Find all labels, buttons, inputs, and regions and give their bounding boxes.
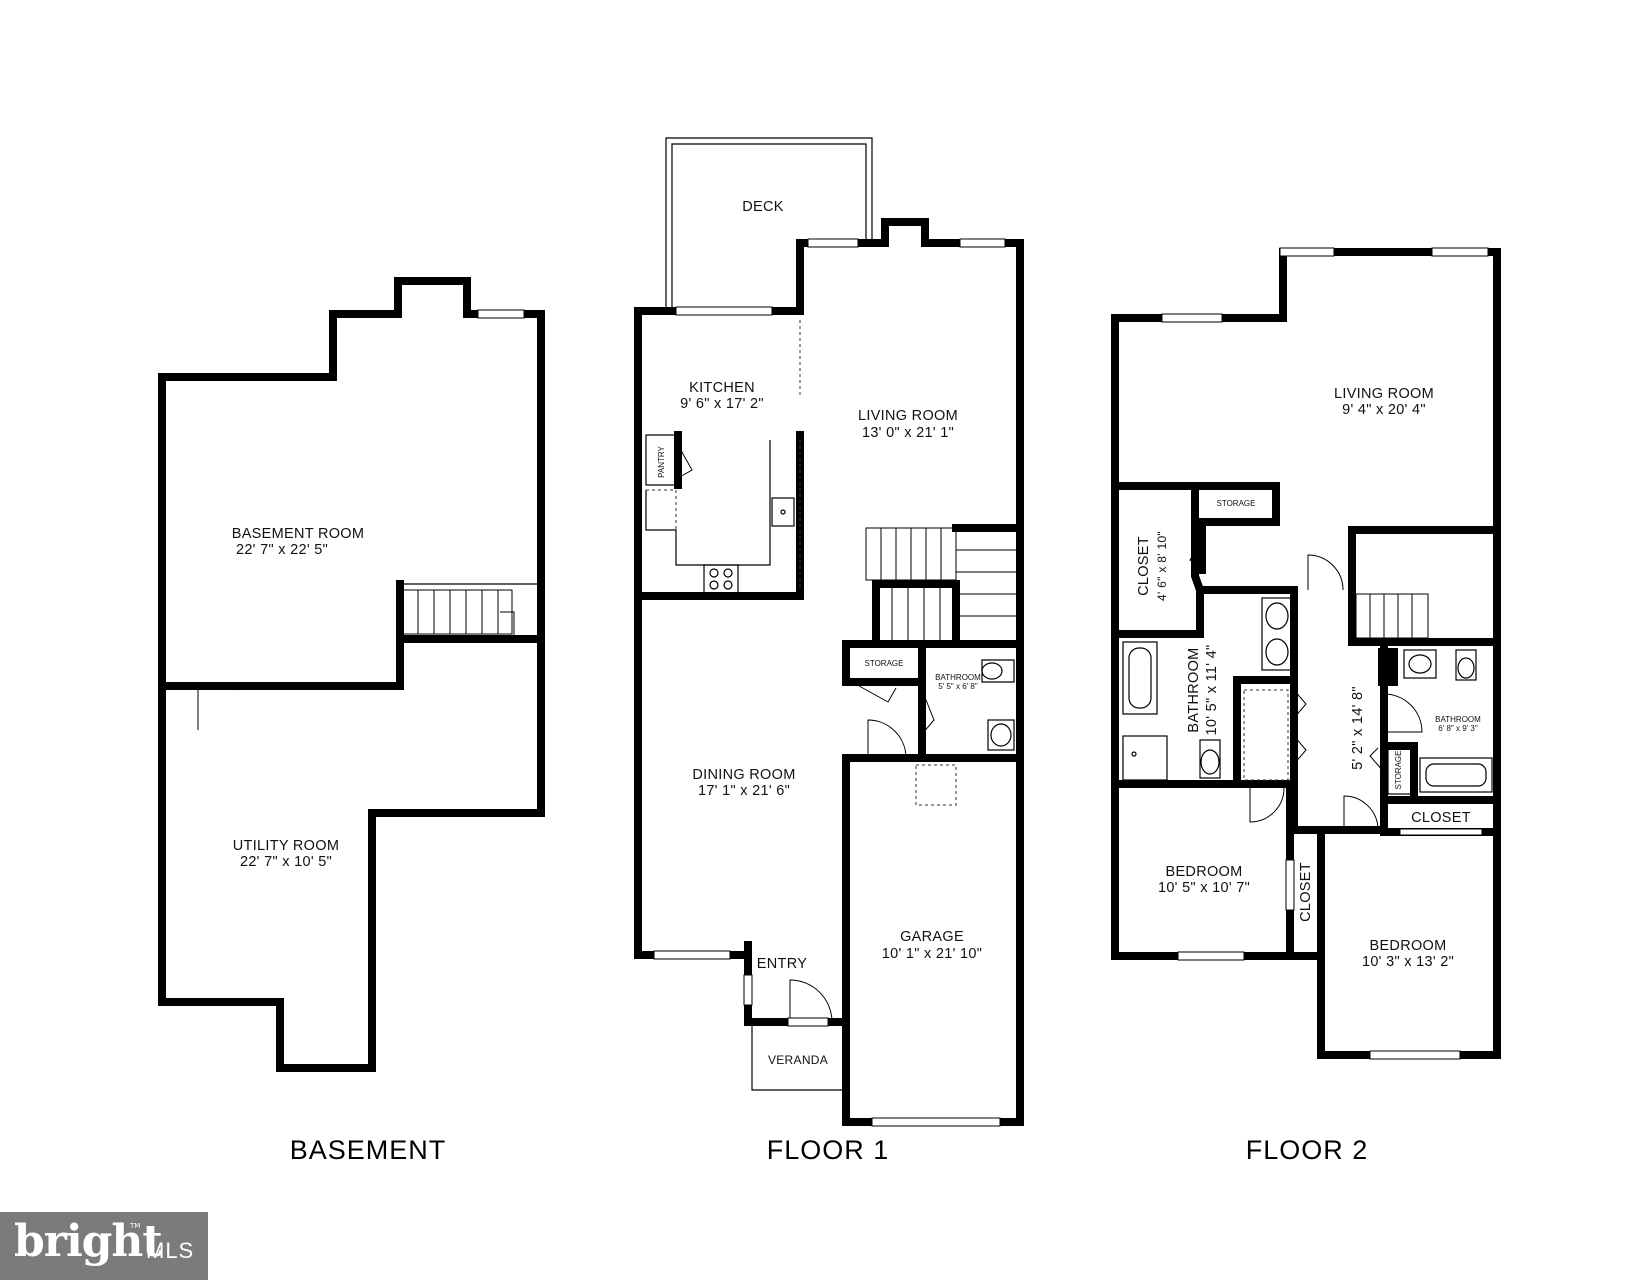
f1-bathroom-dims: 5' 5" x 6' 8" xyxy=(938,682,978,691)
basement-room-label: BASEMENT ROOM xyxy=(232,526,365,542)
f1-living-room-label: LIVING ROOM xyxy=(858,408,958,424)
watermark-suffix: MLS xyxy=(146,1238,195,1263)
basement-title: BASEMENT xyxy=(290,1135,447,1165)
f1-bathroom-label: BATHROOM xyxy=(935,673,981,682)
f2-bathroom-main-label: BATHROOM xyxy=(1186,647,1202,732)
f2-bathroom-small-label: BATHROOM xyxy=(1435,715,1481,724)
f2-hall-dims: 5' 2" x 14' 8" xyxy=(1350,686,1366,770)
floor1-plan: PANTRY xyxy=(634,137,1024,1127)
f2-bedroom-left-label: BEDROOM xyxy=(1165,864,1242,880)
door-icon xyxy=(197,684,239,730)
garage-label: GARAGE xyxy=(900,929,964,945)
f2-storage-top-label: STORAGE xyxy=(1217,499,1256,508)
dining-room-dims: 17' 1" x 21' 6" xyxy=(698,783,790,799)
pantry-label: PANTRY xyxy=(657,445,666,477)
f2-living-room-dims: 9' 4" x 20' 4" xyxy=(1342,402,1426,418)
f2-bathroom-small-dims: 6' 8" x 9' 3" xyxy=(1438,724,1478,733)
watermark-logo: bright TM MLS xyxy=(0,1212,208,1280)
f1-living-room-dims: 13' 0" x 21' 1" xyxy=(862,425,954,441)
f2-storage-small-label: STORAGE xyxy=(1394,751,1403,790)
f2-bedroom-left-dims: 10' 5" x 10' 7" xyxy=(1158,880,1250,896)
floor2-stairs xyxy=(1355,593,1429,639)
f2-closet-right-label: CLOSET xyxy=(1411,810,1471,826)
watermark-trademark: TM xyxy=(130,1222,141,1230)
garage-dims: 10' 1" x 21' 10" xyxy=(882,946,982,962)
floor2-title: FLOOR 2 xyxy=(1246,1135,1369,1165)
f2-bathroom-main-dims: 10' 5" x 11' 4" xyxy=(1204,644,1220,735)
watermark-brand: bright xyxy=(14,1216,163,1267)
veranda-label: VERANDA xyxy=(768,1053,828,1067)
floor2-plan: STORAGE CLOSET 4' 6" x 8' 10" BATHROOM 1… xyxy=(1111,247,1501,1060)
floor1-stairs xyxy=(865,524,1024,648)
dining-room-label: DINING ROOM xyxy=(692,767,795,783)
floor1-title: FLOOR 1 xyxy=(767,1135,890,1165)
f2-closet-left-dims: 4' 6" x 8' 10" xyxy=(1155,531,1169,601)
f2-bedroom-right-label: BEDROOM xyxy=(1369,938,1446,954)
kitchen-dims: 9' 6" x 17' 2" xyxy=(680,396,764,412)
utility-room-dims: 22' 7" x 10' 5" xyxy=(240,854,332,870)
basement-plan: BASEMENT ROOM 22' 7" x 22' 5" UTILITY RO… xyxy=(158,277,545,1072)
f2-bedroom-right-dims: 10' 3" x 13' 2" xyxy=(1362,954,1454,970)
f2-closet-left-label: CLOSET xyxy=(1136,536,1152,596)
storage-label: STORAGE xyxy=(865,659,904,668)
basement-room-dims: 22' 7" x 22' 5" xyxy=(236,542,328,558)
kitchen-label: KITCHEN xyxy=(689,380,755,396)
basement-stairs xyxy=(401,589,515,636)
utility-room-label: UTILITY ROOM xyxy=(233,838,339,854)
deck-label: DECK xyxy=(742,199,784,215)
f2-living-room-label: LIVING ROOM xyxy=(1334,386,1434,402)
entry-label: ENTRY xyxy=(757,956,807,972)
f2-closet-middle-label: CLOSET xyxy=(1298,862,1314,922)
